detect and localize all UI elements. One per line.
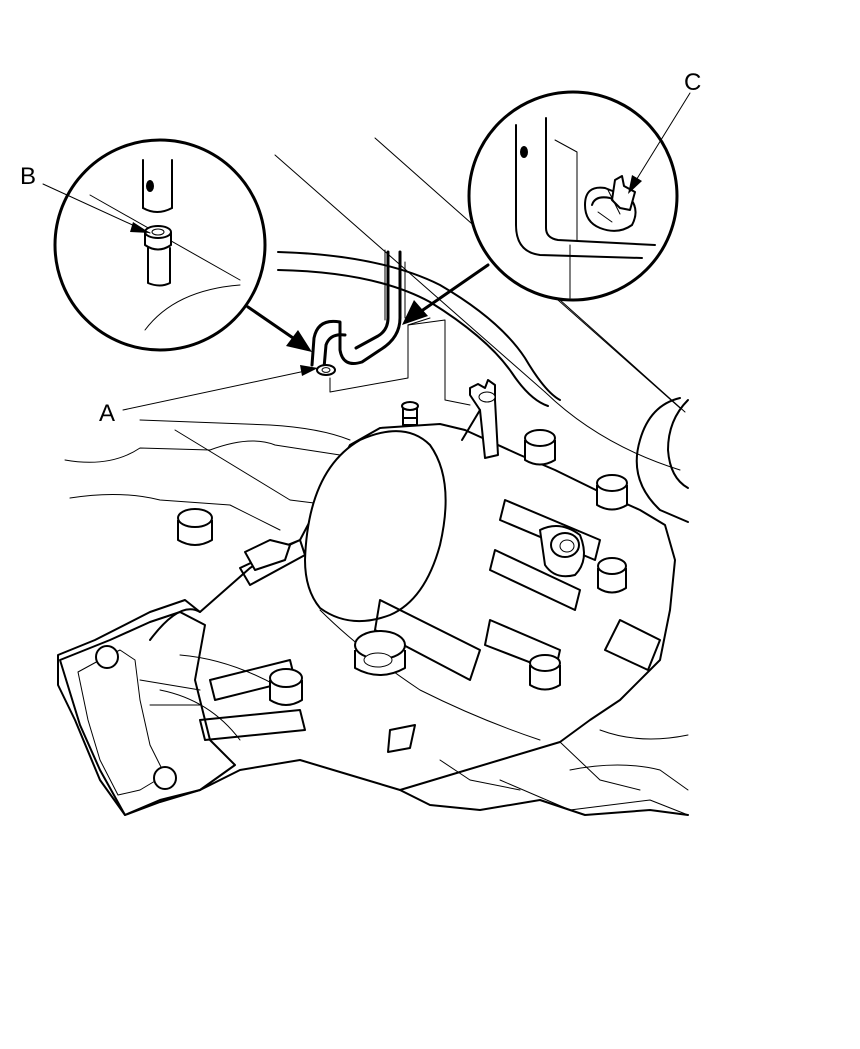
boss-upper	[524, 429, 556, 466]
callout-label-c: C	[684, 69, 701, 96]
callout-label-a: A	[99, 400, 115, 427]
boss-lower-left	[269, 668, 303, 706]
detail-circle-b	[53, 138, 267, 352]
boss-right-mid	[597, 557, 627, 594]
boss-left-plate	[244, 539, 291, 571]
breather-nipple	[401, 401, 419, 426]
boss-left-rear	[177, 508, 213, 546]
clip-bracket	[461, 379, 499, 459]
callout-label-b: B	[20, 163, 36, 190]
leader-lines	[42, 92, 691, 411]
boss-right-top	[596, 474, 628, 511]
mounting-bosses	[177, 429, 628, 706]
frame-crossmember	[274, 137, 689, 523]
breather-tube	[277, 249, 561, 407]
hose-bracket	[329, 317, 471, 406]
boss-side-ring	[539, 525, 585, 578]
boss-center	[354, 630, 406, 676]
differential-housing	[57, 423, 689, 816]
breather-hose	[310, 250, 402, 376]
detail-circle-c	[467, 90, 679, 302]
body-outline	[64, 419, 689, 816]
boss-right-lower	[529, 654, 561, 691]
